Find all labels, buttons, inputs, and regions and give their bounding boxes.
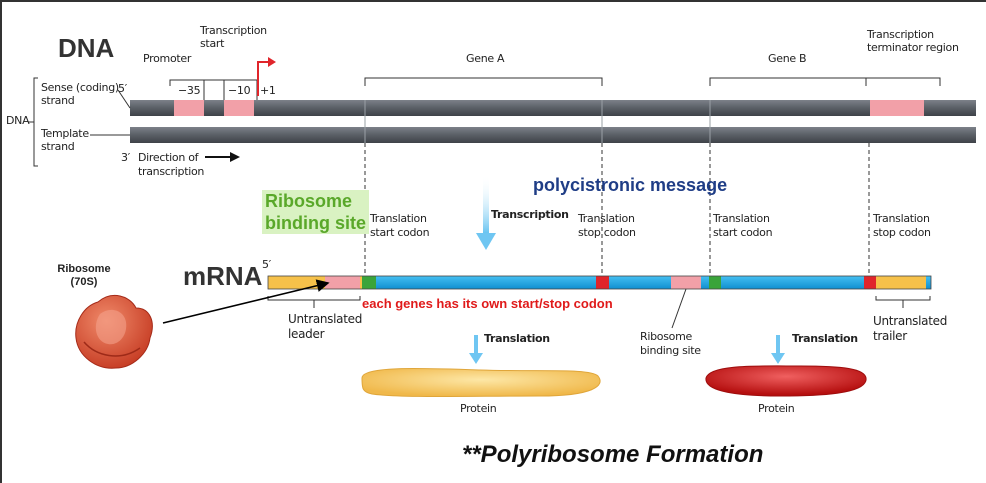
protein-label-1: Protein <box>460 402 497 415</box>
mrna-five-prime: 5′ <box>262 258 271 271</box>
each-gene-note: each genes has its own start/stop codon <box>362 296 613 311</box>
untranslated-leader-label: Untranslated leader <box>288 312 363 341</box>
mrna-stop-2 <box>864 276 876 289</box>
terminator-label: Transcription terminator region <box>867 28 959 54</box>
polyribosome-title: **Polyribosome Formation <box>462 441 764 468</box>
dna-title: DNA <box>58 33 115 63</box>
rbs-highlight-label: Ribosome binding site <box>262 190 369 234</box>
minus35-box <box>174 100 204 116</box>
gene-a-label: Gene A <box>466 52 505 65</box>
mrna-title: mRNA <box>183 261 263 291</box>
sense-strand-label: Sense (coding) strand <box>41 81 119 107</box>
translation-stop-codon-1: Translation stop codon <box>578 212 636 239</box>
protein-a-shape <box>361 368 601 397</box>
translation-stop-codon-2: Translation stop codon <box>873 212 931 239</box>
transcription-label: Transcription <box>491 208 569 221</box>
minus10-box <box>224 100 254 116</box>
mrna-rbs-1 <box>325 276 360 289</box>
dna-side-label: DNA <box>6 114 30 127</box>
plus1-label: +1 <box>260 84 276 97</box>
minus35-label: −35 <box>178 84 201 97</box>
mrna-gene-a <box>376 276 596 289</box>
ribosome-icon <box>75 294 153 369</box>
mrna-start-2 <box>709 276 721 289</box>
template-strand-label: Template strand <box>41 127 89 153</box>
polycistronic-label: polycistronic message <box>533 175 728 195</box>
mrna-stop-1 <box>596 276 609 289</box>
minus10-label: −10 <box>228 84 251 97</box>
promoter-label: Promoter <box>143 52 192 65</box>
translation-label-1: Translation <box>484 332 550 345</box>
frame-left-border <box>0 0 2 483</box>
three-prime-bottom: 3′ <box>121 151 130 164</box>
mrna-gene-b <box>721 276 864 289</box>
terminator-box <box>870 100 924 116</box>
direction-label: Direction of transcription <box>138 151 205 178</box>
five-prime-top: 5′ <box>118 82 127 95</box>
translation-start-codon-1: Translation start codon <box>370 212 430 239</box>
ribosome-label: Ribosome (70S) <box>57 263 111 288</box>
mrna-start-1 <box>362 276 376 289</box>
mrna-trailer <box>876 276 926 289</box>
mrna-rbs-2 <box>671 276 701 289</box>
sense-strand-bar <box>130 100 976 116</box>
frame-top-border <box>0 0 986 2</box>
protein-label-2: Protein <box>758 402 795 415</box>
translation-start-codon-2: Translation start codon <box>713 212 773 239</box>
gene-b-label: Gene B <box>768 52 807 65</box>
protein-b-shape <box>705 365 867 397</box>
ribosome-binding-site-2: Ribosome binding site <box>640 330 701 357</box>
transcription-start-label: Transcription start <box>200 24 267 50</box>
template-strand-bar <box>130 127 976 143</box>
untranslated-trailer-label: Untranslated trailer <box>873 314 948 343</box>
translation-label-2: Translation <box>792 332 858 345</box>
